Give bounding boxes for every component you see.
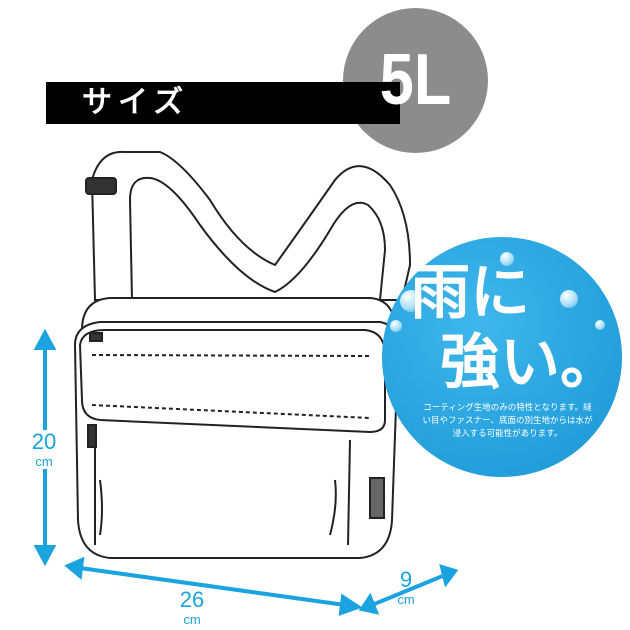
width-value: 26 (179, 587, 205, 612)
height-value: 20 (31, 429, 57, 454)
seam-line (347, 439, 351, 546)
arrow-head (358, 592, 380, 615)
volume-circle (343, 8, 488, 153)
zipper-pull (89, 332, 103, 342)
rain-resistant-badge (382, 237, 622, 477)
depth-unit: cm (397, 592, 415, 607)
arrow-head (338, 593, 363, 616)
stitch-line (91, 354, 371, 357)
depth-arrow (371, 573, 446, 607)
height-unit: cm (35, 454, 53, 469)
water-drop-icon (560, 290, 578, 308)
stitch-line (91, 404, 371, 419)
height-dimension: 20 cm (22, 430, 66, 469)
water-drop-icon (595, 320, 605, 330)
fold-line (329, 479, 337, 536)
depth-value: 9 (399, 567, 413, 592)
title-bar (46, 82, 400, 124)
arrow-head (64, 556, 85, 580)
zipper-pull (87, 424, 97, 448)
water-drop-icon (500, 252, 514, 266)
fold-line (99, 479, 103, 536)
width-arrow (79, 566, 346, 607)
arrow-head (33, 545, 57, 567)
depth-dimension: 9 cm (384, 567, 428, 608)
badge-headline-1: 雨に (410, 258, 530, 328)
side-tab (369, 477, 385, 519)
shoulder-strap (90, 150, 412, 301)
width-dimension: 26 cm (170, 587, 214, 628)
water-drop-icon (400, 290, 422, 312)
water-drop-icon (390, 320, 402, 332)
volume-label: 5L (379, 40, 452, 120)
strap-buckle (85, 177, 117, 195)
size-title: サイズ (82, 85, 190, 120)
badge-headline-2: 強い。 (440, 328, 620, 398)
width-unit: cm (183, 612, 201, 627)
arrow-head (439, 564, 459, 588)
arrow-head (33, 328, 57, 350)
badge-note: コーティング生地のみの特性となります。縫い目やファスナー、底面の別生地からは水が… (422, 403, 593, 439)
